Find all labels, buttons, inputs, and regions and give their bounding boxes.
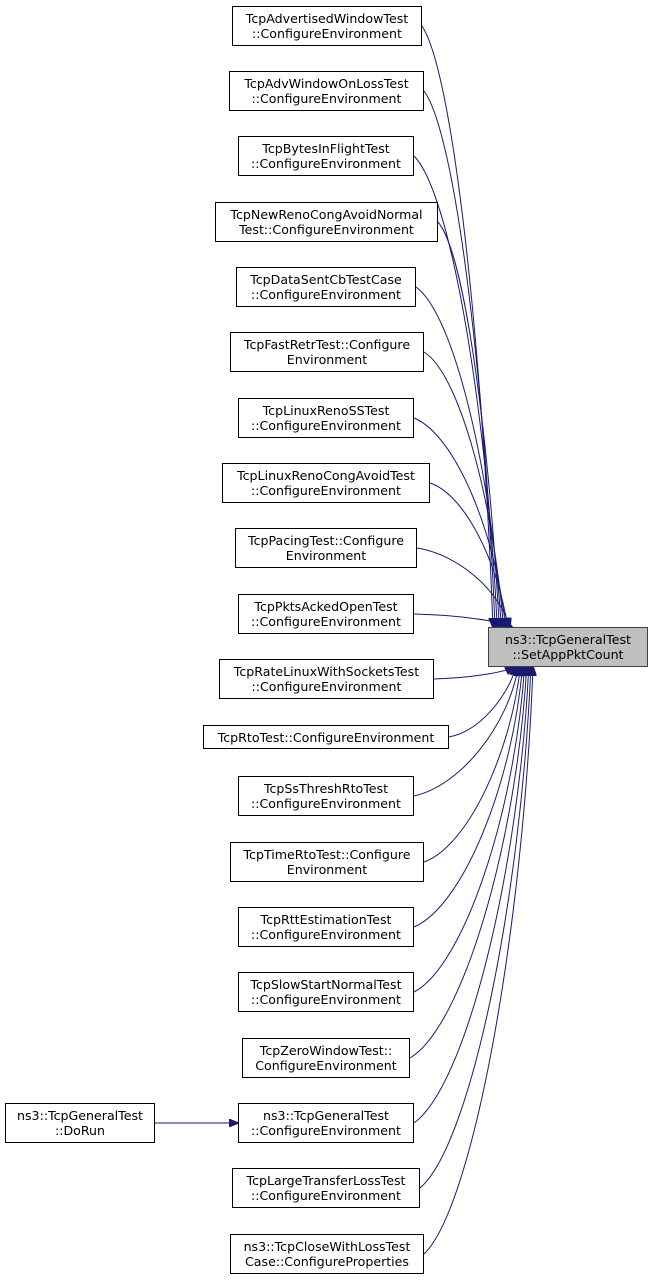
edge-c18-to-target	[413, 667, 529, 1124]
edge-c20-to-target	[423, 667, 533, 1255]
edge-c3-to-target	[413, 155, 497, 627]
caller-node-c18[interactable]: ns3::TcpGeneralTest::ConfigureEnvironmen…	[238, 1103, 414, 1143]
node-label-line: TcpZeroWindowTest::	[259, 1043, 393, 1058]
node-label-line: TcpAdvWindowOnLossTest	[244, 76, 409, 91]
node-label-line: TcpSlowStartNormalTest	[250, 977, 402, 992]
caller-node-c16[interactable]: TcpSlowStartNormalTest::ConfigureEnviron…	[238, 972, 414, 1012]
node-label-line: TcpPktsAckedOpenTest	[254, 599, 398, 614]
node-label-line: TcpLargeTransferLossTest	[246, 1173, 406, 1188]
edge-c12-to-target	[448, 667, 516, 738]
node-label-line: TcpFastRetrTest::Configure	[243, 337, 411, 352]
node-label-line: ::SetAppPktCount	[512, 647, 624, 662]
node-label-line: TcpRttEstimationTest	[260, 912, 392, 927]
caller-node-c7[interactable]: TcpLinuxRenoSSTest::ConfigureEnvironment	[238, 398, 414, 438]
node-label-line: ns3::TcpGeneralTest	[505, 632, 631, 647]
caller-node-c12[interactable]: TcpRtoTest::ConfigureEnvironment	[203, 725, 449, 749]
edge-c5-to-target	[415, 286, 501, 627]
edge-c1-to-target	[421, 25, 493, 627]
edge-c10-to-target	[413, 613, 512, 627]
node-label-line: TcpNewRenoCongAvoidNormal	[230, 207, 423, 222]
node-label-line: Environment	[286, 352, 368, 367]
node-label-line: ConfigureEnvironment	[255, 1058, 397, 1073]
node-label-line: TcpBytesInFlightTest	[262, 141, 390, 156]
caller-node-c8[interactable]: TcpLinuxRenoCongAvoidTest::ConfigureEnvi…	[222, 463, 430, 503]
edge-c14-to-target	[423, 667, 520, 863]
node-label-line: ::ConfigureEnvironment	[251, 287, 401, 302]
node-label-line: ::ConfigureEnvironment	[251, 679, 402, 694]
node-label-line: TcpRateLinuxWithSocketsTest	[233, 664, 420, 679]
node-label-line: ::ConfigureEnvironment	[251, 91, 402, 106]
node-label-line: TcpAdvertisedWindowTest	[245, 11, 409, 26]
caller-node-c15[interactable]: TcpRttEstimationTest::ConfigureEnvironme…	[238, 907, 414, 947]
edge-c8-to-target	[429, 482, 508, 627]
edge-c15-to-target	[413, 667, 522, 928]
caller-node-c1[interactable]: TcpAdvertisedWindowTest::ConfigureEnviro…	[232, 6, 422, 46]
edge-c19-to-target	[419, 667, 531, 1189]
node-label-line: ::ConfigureEnvironment	[251, 1188, 401, 1203]
node-label-line: ::ConfigureEnvironment	[251, 927, 401, 942]
node-label-line: Case::ConfigureProperties	[245, 1254, 409, 1269]
node-label-line: ::ConfigureEnvironment	[251, 156, 401, 171]
edge-c11-to-target	[433, 667, 514, 680]
caller-node-c5[interactable]: TcpDataSentCbTestCase::ConfigureEnvironm…	[236, 267, 416, 307]
caller-node-c2[interactable]: TcpAdvWindowOnLossTest::ConfigureEnviron…	[229, 71, 424, 111]
node-label-line: TcpRtoTest::ConfigureEnvironment	[217, 729, 435, 745]
node-label-line: TcpSsThreshRtoTest	[263, 781, 389, 796]
node-label-line: TcpLinuxRenoSSTest	[262, 403, 390, 418]
node-label-line: TcpPacingTest::Configure	[248, 533, 404, 548]
caller-node-c19[interactable]: TcpLargeTransferLossTest::ConfigureEnvir…	[232, 1168, 420, 1208]
node-label-line: Environment	[285, 548, 367, 563]
target-node: ns3::TcpGeneralTest::SetAppPktCount	[488, 627, 648, 667]
node-label-line: Test::ConfigureEnvironment	[239, 222, 414, 237]
caller-node-c17[interactable]: TcpZeroWindowTest::ConfigureEnvironment	[242, 1038, 410, 1078]
caller-node-c21[interactable]: ns3::TcpGeneralTest::DoRun	[5, 1103, 155, 1143]
node-label-line: ::ConfigureEnvironment	[251, 1123, 401, 1138]
node-label-line: ::ConfigureEnvironment	[251, 483, 401, 498]
node-label-line: ::DoRun	[54, 1123, 106, 1138]
node-label-line: ::ConfigureEnvironment	[252, 26, 402, 41]
node-label-line: ns3::TcpGeneralTest	[263, 1108, 389, 1123]
node-label-line: TcpTimeRtoTest::Configure	[243, 847, 411, 862]
caller-node-c10[interactable]: TcpPktsAckedOpenTest::ConfigureEnvironme…	[238, 594, 414, 634]
node-label-line: ::ConfigureEnvironment	[251, 614, 401, 629]
node-label-line: ns3::TcpGeneralTest	[17, 1108, 143, 1123]
edge-c9-to-target	[416, 547, 510, 627]
caller-node-c11[interactable]: TcpRateLinuxWithSocketsTest::ConfigureEn…	[219, 659, 434, 699]
caller-node-c3[interactable]: TcpBytesInFlightTest::ConfigureEnvironme…	[238, 136, 414, 176]
node-label-line: ::ConfigureEnvironment	[251, 992, 401, 1007]
edge-c16-to-target	[413, 667, 525, 993]
edge-c2-to-target	[423, 90, 495, 627]
node-label-line: TcpLinuxRenoCongAvoidTest	[237, 468, 415, 483]
node-label-line: ::ConfigureEnvironment	[251, 796, 401, 811]
node-label-line: ns3::TcpCloseWithLossTest	[243, 1239, 411, 1254]
node-label-line: Environment	[286, 862, 368, 877]
node-label-line: ::ConfigureEnvironment	[251, 418, 401, 433]
edge-c17-to-target	[409, 667, 527, 1059]
edge-c13-to-target	[413, 667, 518, 797]
node-label-line: TcpDataSentCbTestCase	[250, 272, 402, 287]
caller-node-c13[interactable]: TcpSsThreshRtoTest::ConfigureEnvironment	[238, 776, 414, 816]
